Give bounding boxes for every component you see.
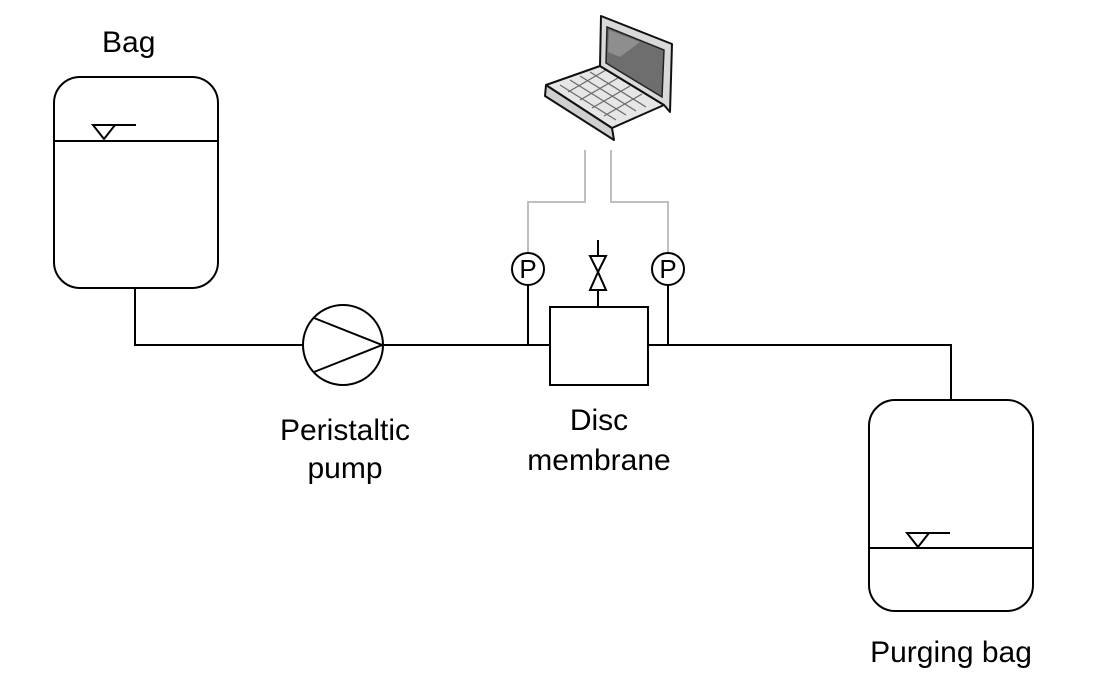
disc-membrane-module — [549, 306, 649, 386]
laptop-icon — [544, 15, 673, 141]
peristaltic-pump — [302, 304, 384, 386]
pressure-gauge-left: P — [511, 252, 545, 345]
pump-label-line1: Peristaltic — [280, 414, 410, 447]
source-bag — [53, 76, 219, 289]
purging-bag-level-icon — [904, 532, 950, 549]
source-bag-label: Bag — [102, 26, 155, 59]
source-bag-level-icon — [90, 124, 136, 141]
pump-symbol-icon — [313, 317, 383, 373]
purging-bag — [868, 399, 1034, 612]
purging-bag-label: Purging bag — [870, 636, 1032, 669]
pump-label-line2: pump — [307, 452, 382, 485]
gauge-right-label: P — [659, 254, 676, 284]
pipeline — [134, 288, 952, 400]
needle-valve-icon — [588, 240, 608, 307]
signal-lines — [527, 150, 669, 253]
membrane-label-line2: membrane — [527, 444, 670, 477]
pressure-gauge-right: P — [651, 252, 685, 345]
membrane-label-line1: Disc — [570, 404, 628, 437]
gauge-left-label: P — [519, 254, 536, 284]
